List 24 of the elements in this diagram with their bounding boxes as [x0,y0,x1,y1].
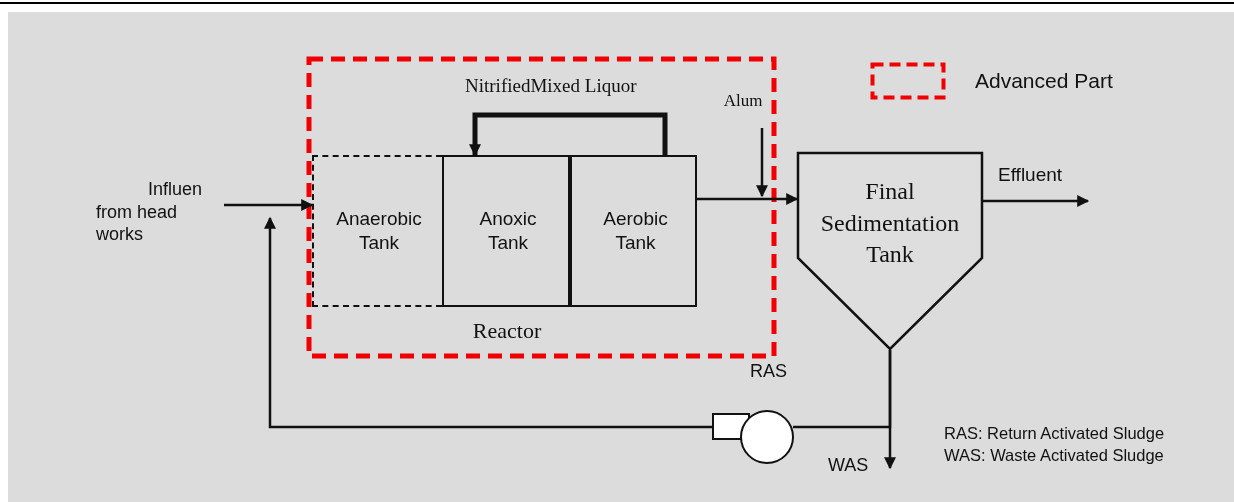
flow-arrow [264,216,712,429]
tank-box [570,155,697,307]
abbreviation-note: RAS: Return Activated Sludge [944,424,1165,443]
pump-symbol [712,410,794,465]
abbreviation-note: WAS: Waste Activated Sludge [944,446,1164,465]
flow-label: Alum [722,90,764,112]
flow-arrow [224,199,314,211]
flow-label: Influen from head works [95,178,204,246]
flow-arrow [469,112,668,157]
flow-arrow [756,128,768,198]
tank-label: Final Sedimentation Tank [819,177,961,270]
tank-label: Aerobic Tank [602,207,669,255]
tank-box [442,155,570,307]
flow-arrow [884,350,896,470]
advanced-part-region [307,57,776,358]
sedimentation-tank [797,152,983,350]
legend-label: Advanced Part [975,69,1113,93]
flow-arrow [983,195,1090,207]
tank-label: Anoxic Tank [478,207,538,255]
tank-box [312,155,442,307]
edge-label: NitrifiedMixed Liquor [463,75,639,97]
region-label: Reactor [471,317,543,345]
tank-label: Anaerobic Tank [335,207,423,255]
flow-arrow [697,193,799,205]
